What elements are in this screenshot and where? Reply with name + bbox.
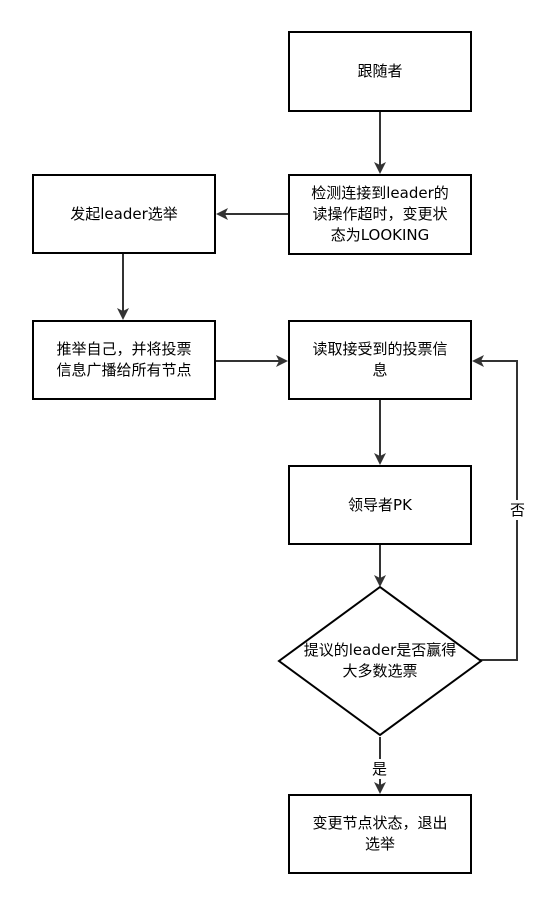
edge-label-yes: 是 <box>372 759 388 779</box>
edge-label-no: 否 <box>510 500 526 520</box>
node-start-election: 发起leader选举 <box>32 174 216 254</box>
node-decision-label: 提议的leader是否赢得 大多数选票 <box>303 641 457 680</box>
node-detect-timeout-label: 检测连接到leader的 读操作超时，变更状 态为LOOKING <box>311 184 449 244</box>
node-leader-pk: 领导者PK <box>288 465 472 545</box>
decision-diamond <box>277 585 483 737</box>
node-follower-label: 跟随者 <box>357 62 403 80</box>
node-start-election-label: 发起leader选举 <box>70 204 178 223</box>
node-broadcast-self: 推举自己，并将投票 信息广播给所有节点 <box>32 320 216 400</box>
node-detect-timeout: 检测连接到leader的 读操作超时，变更状 态为LOOKING <box>288 174 472 255</box>
node-follower: 跟随者 <box>288 31 472 112</box>
node-leader-pk-label: 领导者PK <box>348 495 412 514</box>
node-read-votes-label: 读取接受到的投票信 息 <box>312 340 448 379</box>
node-change-state: 变更节点状态，退出 选举 <box>288 794 472 874</box>
node-decision: 提议的leader是否赢得 大多数选票 <box>290 636 470 686</box>
node-change-state-label: 变更节点状态，退出 选举 <box>312 814 448 853</box>
node-read-votes: 读取接受到的投票信 息 <box>288 320 472 400</box>
node-broadcast-self-label: 推举自己，并将投票 信息广播给所有节点 <box>56 340 192 379</box>
